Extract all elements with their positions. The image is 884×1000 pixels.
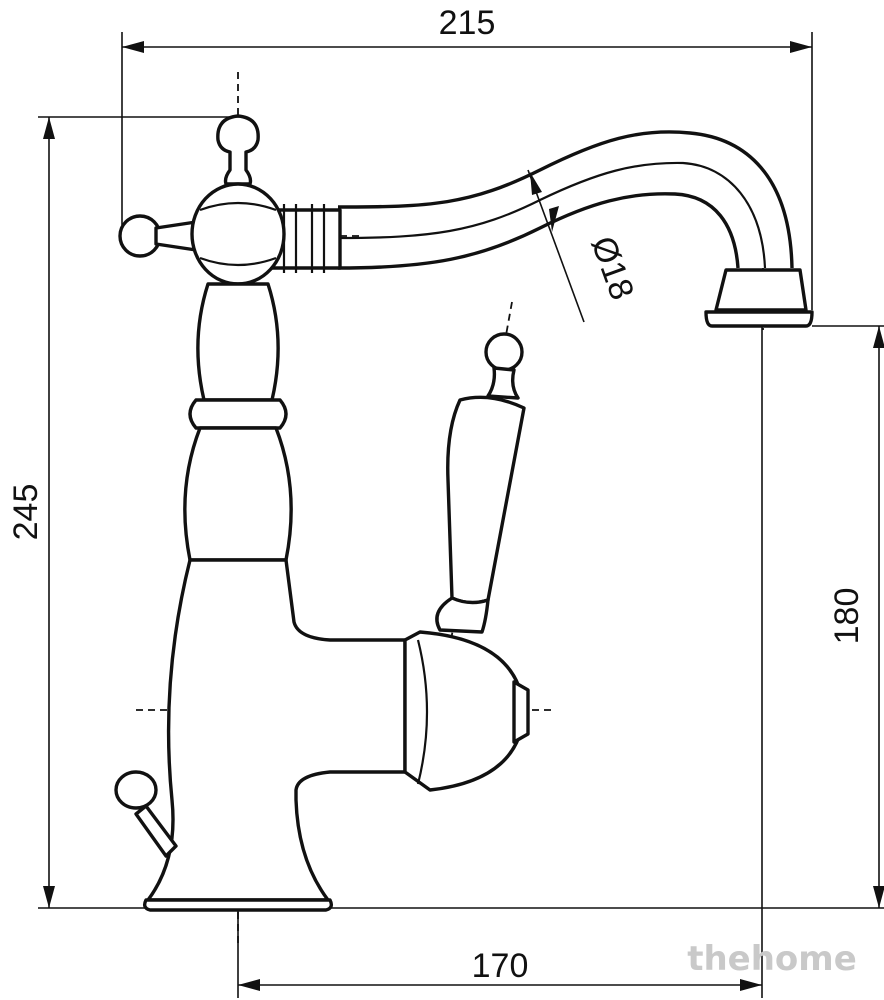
cartridge-flange: [416, 639, 429, 785]
popup-rod: [134, 804, 178, 858]
dimension-lines: [38, 32, 884, 998]
label-height-total: 245: [7, 484, 45, 541]
ball-head-band-top: [199, 201, 277, 212]
arrow-215-right: [790, 41, 812, 53]
upper-neck: [196, 282, 280, 402]
cartridge-cap: [512, 680, 530, 744]
arrow-170-right: [740, 979, 762, 991]
lower-neck: [183, 426, 293, 562]
dimension-labels: 215 245 180 170 Ø18: [7, 4, 866, 985]
watermark: thehome: [687, 939, 857, 979]
base-plate: [142, 898, 334, 912]
arrow-170-left: [238, 979, 260, 991]
main-body: [146, 558, 407, 902]
label-reach: 170: [472, 947, 529, 985]
label-outlet-height: 180: [828, 588, 866, 645]
spout-inner-edge: [337, 192, 740, 270]
arrow-245-bottom: [43, 886, 55, 908]
spout-outer-edge: [337, 130, 794, 269]
lever-handle-base: [435, 596, 490, 634]
label-spout-diameter: Ø18: [583, 232, 641, 305]
ball-head: [190, 182, 286, 286]
popup-knob: [114, 770, 158, 810]
middle-band: [188, 398, 288, 430]
arrow-180-top: [873, 326, 884, 348]
side-knob: [118, 214, 162, 258]
lever-handle-grip: [446, 395, 526, 605]
side-knob-stem: [154, 220, 198, 252]
faucet-body: [114, 114, 814, 912]
arrow-215-left: [122, 41, 144, 53]
arrow-diameter-bottom: [549, 206, 559, 232]
dim-line-diameter: [527, 169, 585, 323]
ball-head-band-bottom: [199, 256, 277, 267]
aerator-tip: [704, 310, 814, 328]
top-finial: [216, 114, 260, 186]
aerator-body: [714, 268, 808, 312]
label-width-total: 215: [439, 4, 496, 42]
lever-finial: [484, 332, 524, 372]
arrow-180-bottom: [873, 886, 884, 908]
lever-neck: [486, 366, 520, 400]
arrow-245-top: [43, 117, 55, 139]
spout-mid-line: [337, 161, 767, 269]
arrow-diameter-top: [530, 172, 542, 195]
